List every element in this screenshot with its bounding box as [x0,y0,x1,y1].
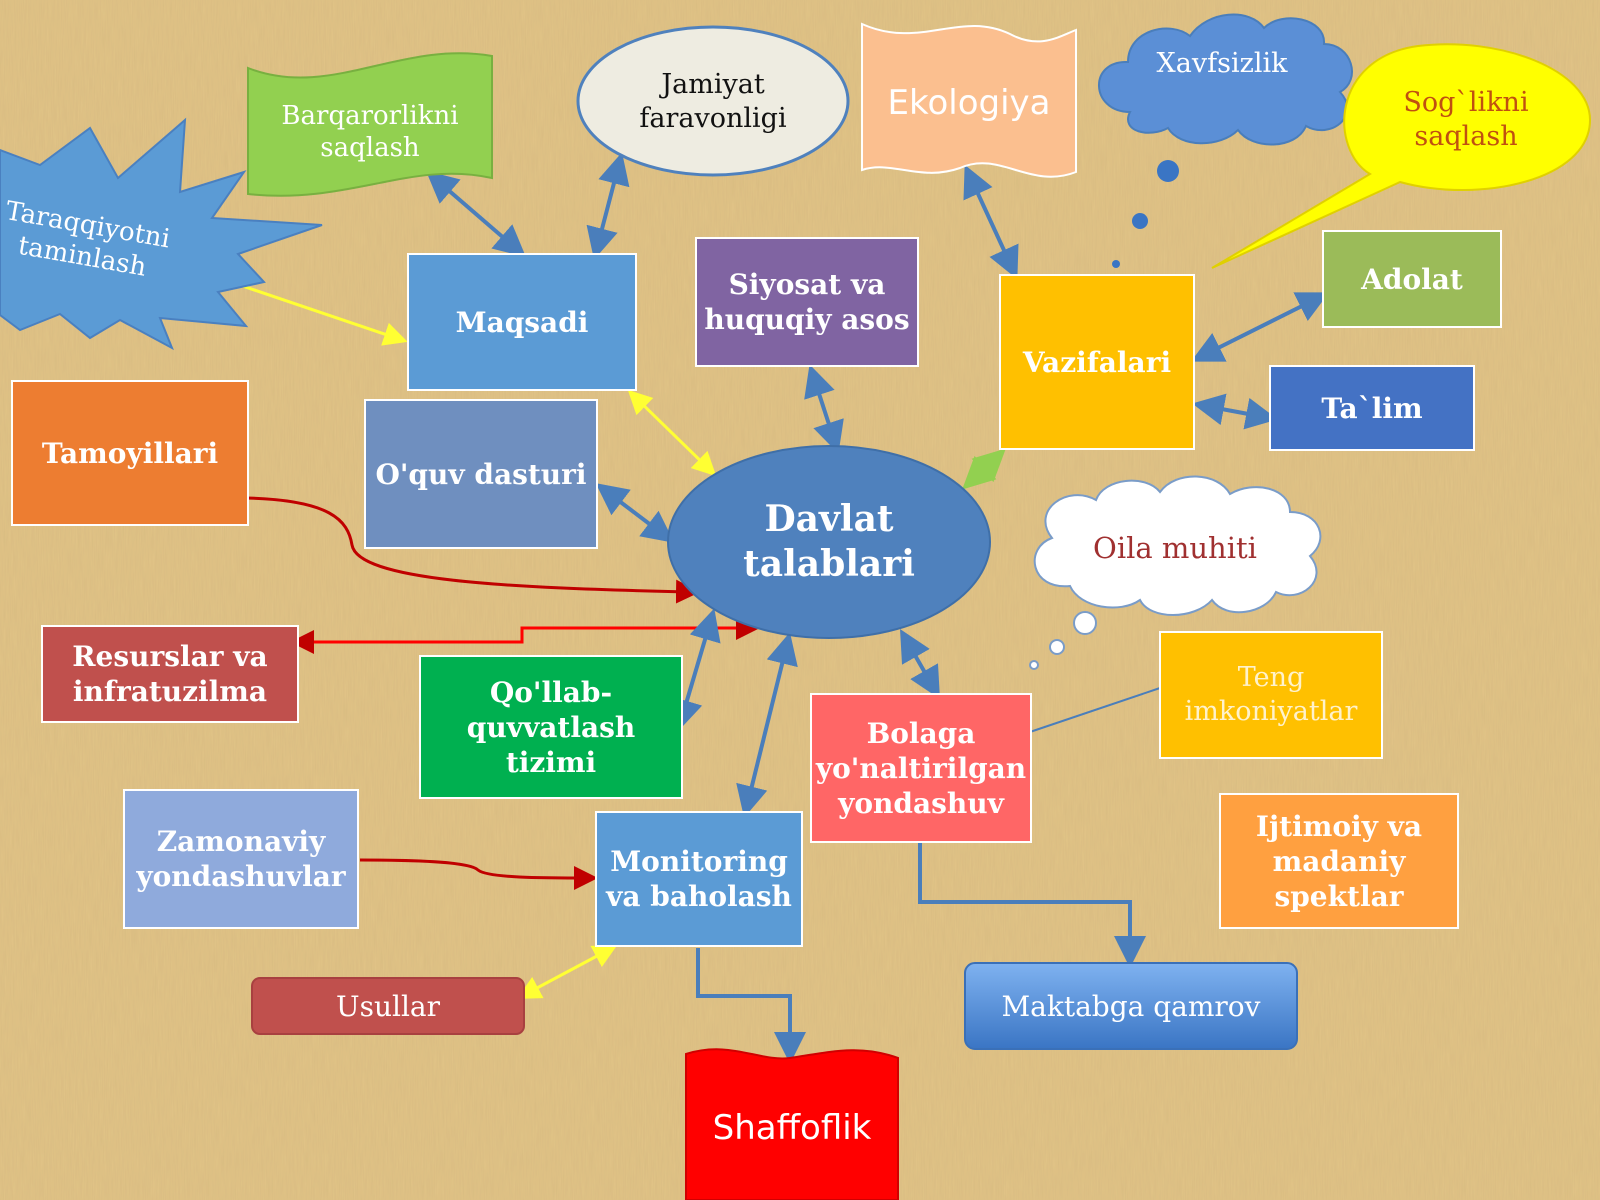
bolaga-box [810,693,1032,843]
arrow-monitoring-shaffoflik [696,948,806,1064]
oila-bubble-dot [1073,611,1097,635]
ijtimoiy-box [1219,793,1459,929]
arrow-monitoring-usullar [516,945,618,999]
ekologiya-wave-shape [861,22,1077,178]
maqsadi-box [407,253,637,391]
arrow-vazifalari-center [962,448,1006,490]
siyosat-box [695,237,919,367]
barqarorlik-banner-shape [247,52,493,197]
adolat-box [1322,230,1502,328]
arrow-maqsadi-barqarorlik [425,170,527,258]
oila-cloud-shape [1033,475,1322,616]
maktabga-box [964,962,1298,1050]
resurslar-box [41,625,299,723]
arrow-center-bolaga [900,629,940,699]
arrow-vazifalari-adolat [1190,292,1330,362]
teng-box [1159,631,1383,759]
arrow-monitoring-center [736,632,798,818]
arrow-zamonaviy-monitoring [359,858,598,890]
xavfsizlik-bubble-dot [1132,213,1148,229]
xavfsizlik-bubble-dot [1112,260,1120,268]
talim-box [1269,365,1475,451]
oila-bubble-dot [1029,660,1039,670]
oila-bubble-dot [1049,639,1065,655]
arrow-siyosat-center [804,364,844,454]
taraqqiyot-burst-shape [0,117,323,351]
line-bolaga-teng [1023,687,1161,735]
zamonaviy-box [123,789,359,929]
tamoyillari-box [11,380,249,526]
arrow-maqsadi-center [627,389,717,477]
arrow-bolaga-maktabga [918,842,1146,968]
center-ellipse [667,445,991,639]
arrow-ekologiya-vazifalari [963,164,1019,280]
soglik-speech-bubble-shape [1211,43,1592,269]
xavfsizlik-bubble-dot [1157,160,1179,182]
usullar-box [251,977,525,1035]
jamiyat-ellipse-shape [576,25,850,177]
arrow-tamoyillari-center [245,496,700,604]
monitoring-box [595,811,803,947]
arrow-center-resurslar [290,616,760,654]
arrow-qollab-center [671,608,721,732]
shaffoflik-banner-shape [685,1048,899,1200]
arrow-maqsadi-jamiyat [586,152,630,260]
oquv-box [364,399,598,549]
arrow-vazifalari-talim [1192,393,1278,430]
arrow-oquv-center [595,483,675,543]
vazifalari-box [999,274,1195,450]
xavfsizlik-cloud-shape [1098,13,1353,146]
qollab-box [419,655,683,799]
